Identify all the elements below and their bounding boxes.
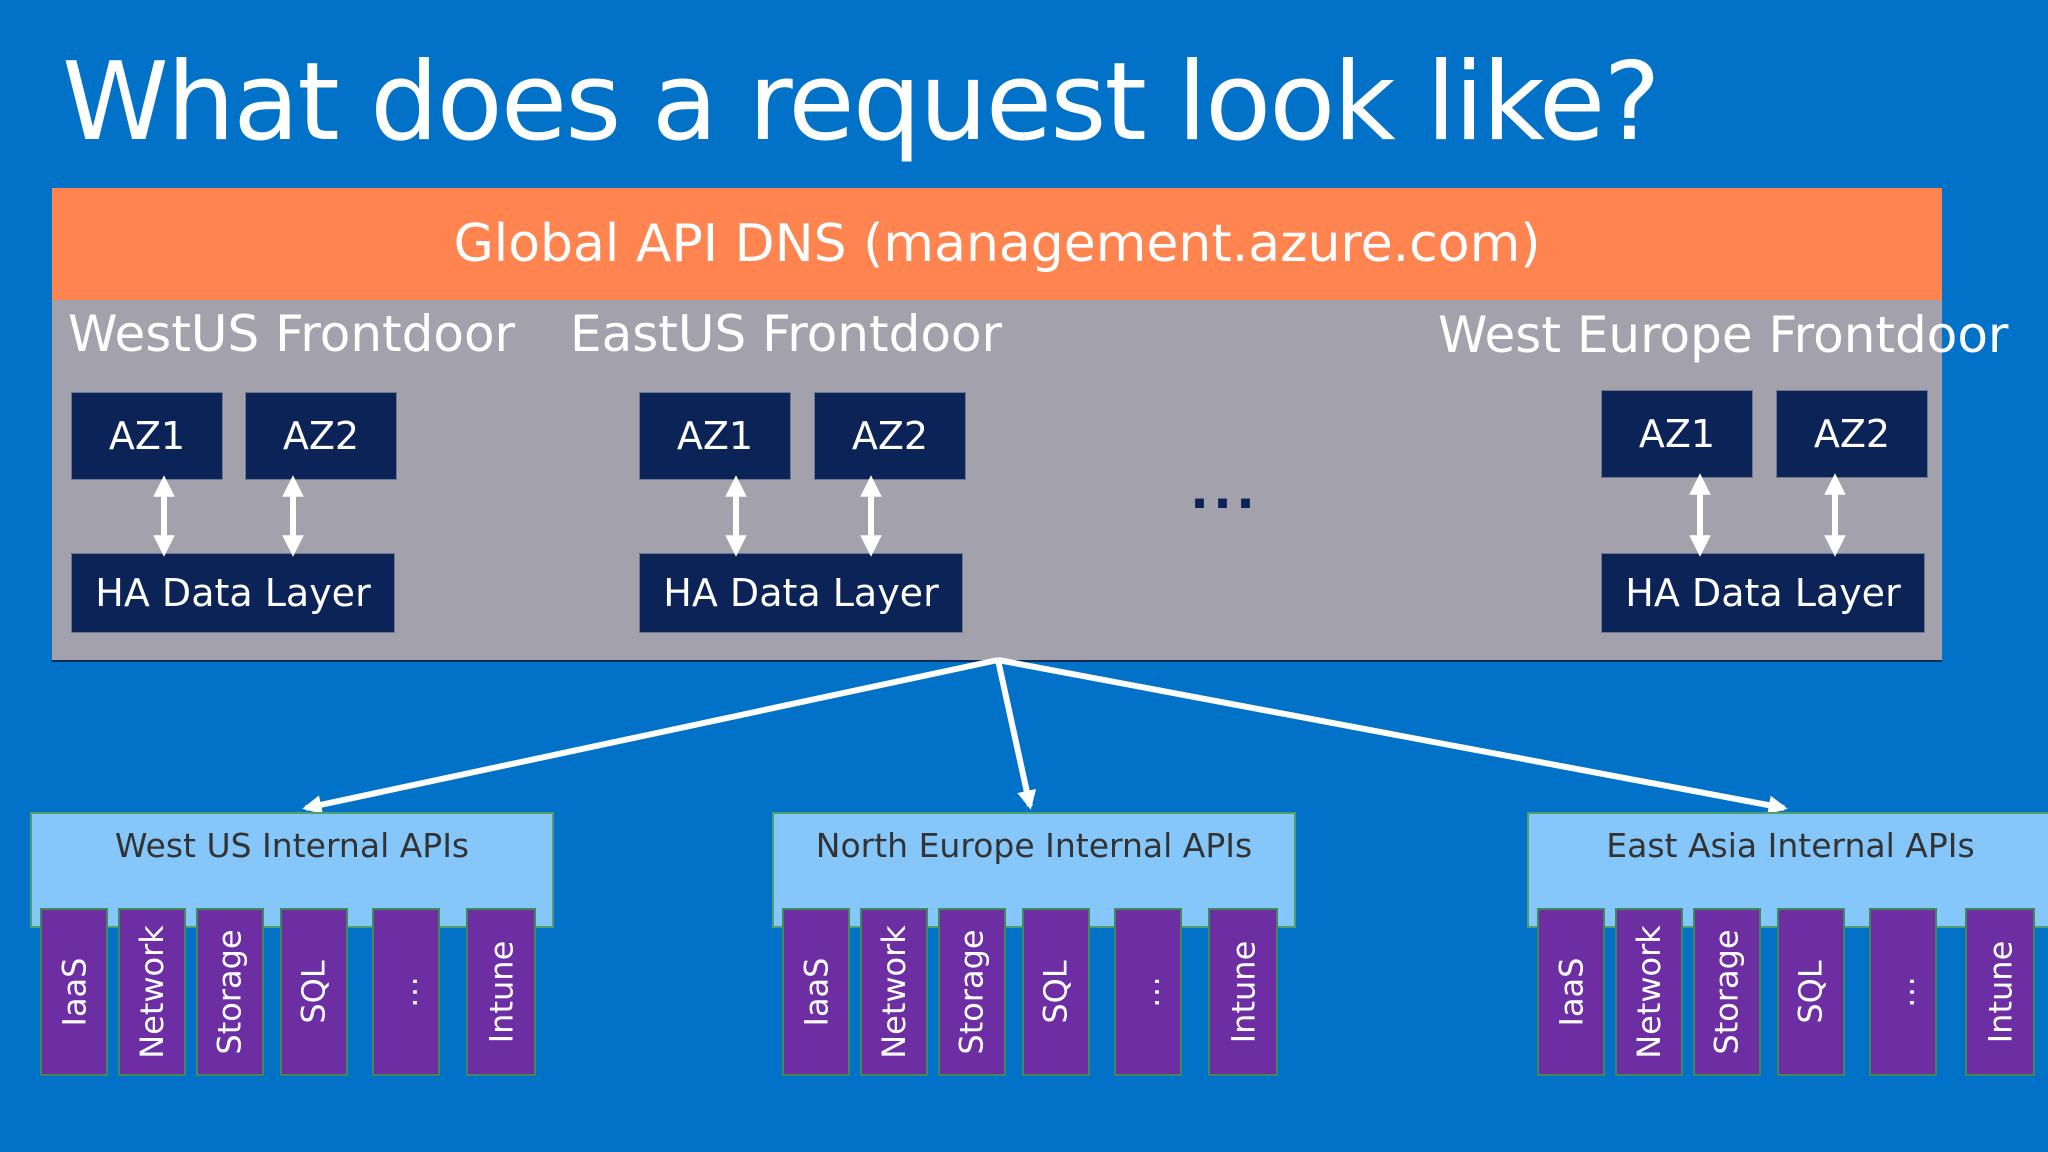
north-europe-service-storage: Storage bbox=[938, 908, 1006, 1076]
service-label: Intune bbox=[1981, 940, 2020, 1044]
service-label: SQL bbox=[1036, 960, 1075, 1024]
region-west-us-label: West US Internal APIs bbox=[114, 826, 470, 865]
global-api-dns-bar: Global API DNS (management.azure.com) bbox=[52, 188, 1942, 300]
west-us-service-more: … bbox=[372, 908, 440, 1076]
service-label: … bbox=[1129, 976, 1167, 1008]
frontdoor-title-eastus: EastUS Frontdoor bbox=[570, 305, 1003, 363]
westeurope-ha-data-layer: HA Data Layer bbox=[1602, 554, 1924, 632]
service-label: IaaS bbox=[55, 957, 93, 1027]
service-label: SQL bbox=[294, 960, 333, 1024]
service-label: Storage bbox=[1708, 929, 1747, 1055]
frontdoor-title-westeurope: West Europe Frontdoor bbox=[1438, 306, 2009, 364]
westeurope-az1-box: AZ1 bbox=[1602, 391, 1752, 477]
service-label: … bbox=[1884, 976, 1922, 1008]
service-label: Network bbox=[875, 925, 914, 1059]
frontdoor-ellipsis: ... bbox=[1190, 462, 1259, 520]
global-api-dns-label: Global API DNS (management.azure.com) bbox=[453, 214, 1541, 274]
service-label: IaaS bbox=[797, 957, 835, 1027]
north-europe-service-more: … bbox=[1114, 908, 1182, 1076]
westus-az2-box: AZ2 bbox=[246, 393, 396, 479]
service-label: Intune bbox=[482, 940, 521, 1044]
westus-az1-box: AZ1 bbox=[72, 393, 222, 479]
eastus-ha-data-layer: HA Data Layer bbox=[640, 554, 962, 632]
region-north-europe-label: North Europe Internal APIs bbox=[815, 826, 1253, 865]
slide-title: What does a request look like? bbox=[62, 40, 1661, 165]
service-label: Network bbox=[1630, 925, 1669, 1059]
north-europe-service-iaas: IaaS bbox=[782, 908, 850, 1076]
west-us-service-storage: Storage bbox=[196, 908, 264, 1076]
service-label: Network bbox=[133, 925, 172, 1059]
east-asia-service-intune: Intune bbox=[1965, 908, 2035, 1076]
eastus-az2-box: AZ2 bbox=[815, 393, 965, 479]
region-east-asia-label: East Asia Internal APIs bbox=[1606, 826, 1975, 865]
route-arrow-north-europe bbox=[995, 659, 1037, 810]
west-us-service-intune: Intune bbox=[466, 908, 536, 1076]
east-asia-service-storage: Storage bbox=[1693, 908, 1761, 1076]
route-arrow-west-us bbox=[302, 657, 999, 815]
west-us-service-sql: SQL bbox=[280, 908, 348, 1076]
eastus-az1-box: AZ1 bbox=[640, 393, 790, 479]
east-asia-service-more: … bbox=[1869, 908, 1937, 1076]
route-arrow-east-asia bbox=[997, 657, 1788, 815]
east-asia-service-iaas: IaaS bbox=[1537, 908, 1605, 1076]
westus-ha-data-layer: HA Data Layer bbox=[72, 554, 394, 632]
westeurope-az2-box: AZ2 bbox=[1777, 391, 1927, 477]
west-us-service-iaas: IaaS bbox=[40, 908, 108, 1076]
north-europe-service-intune: Intune bbox=[1208, 908, 1278, 1076]
service-label: Storage bbox=[953, 929, 992, 1055]
east-asia-service-sql: SQL bbox=[1777, 908, 1845, 1076]
frontdoor-title-westus: WestUS Frontdoor bbox=[68, 305, 516, 363]
region-east-asia: East Asia Internal APIs bbox=[1527, 812, 2048, 928]
service-label: SQL bbox=[1791, 960, 1830, 1024]
east-asia-service-network: Network bbox=[1615, 908, 1683, 1076]
north-europe-service-network: Network bbox=[860, 908, 928, 1076]
service-label: … bbox=[387, 976, 425, 1008]
west-us-service-network: Network bbox=[118, 908, 186, 1076]
north-europe-service-sql: SQL bbox=[1022, 908, 1090, 1076]
service-label: IaaS bbox=[1552, 957, 1590, 1027]
service-label: Intune bbox=[1224, 940, 1263, 1044]
service-label: Storage bbox=[211, 929, 250, 1055]
